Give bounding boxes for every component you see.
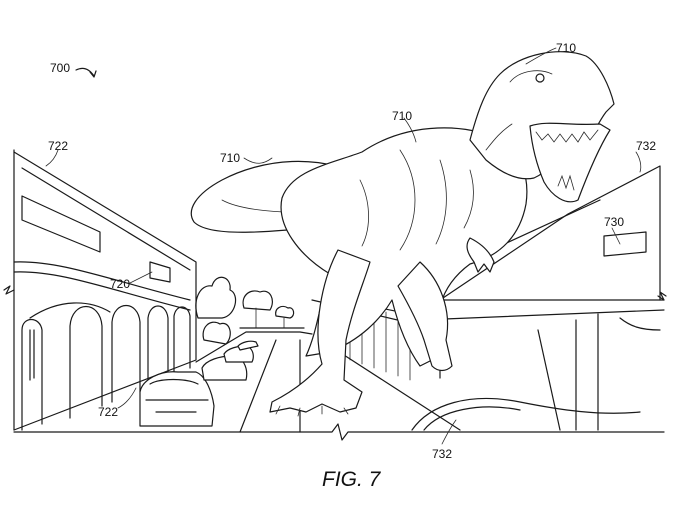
dino-arm xyxy=(466,237,495,273)
right-sign xyxy=(603,231,647,257)
figure-caption: FIG. 7 xyxy=(322,468,382,491)
ref-722-bottom: 722 xyxy=(98,405,118,419)
ref-710-head: 710 xyxy=(556,41,576,55)
background-trees xyxy=(195,276,305,345)
dino-leg-front xyxy=(269,249,371,413)
ref-710-body: 710 xyxy=(392,109,412,123)
ref-732-bottom: 732 xyxy=(432,447,452,461)
leader-lines xyxy=(45,47,642,445)
dinosaur xyxy=(190,51,615,417)
ref-700: 700 xyxy=(50,61,70,75)
ref-732-right: 732 xyxy=(636,139,656,153)
cars xyxy=(139,340,259,427)
car-back-2 xyxy=(237,340,259,351)
ref-720: 720 xyxy=(110,277,130,291)
right-building xyxy=(419,165,665,431)
left-sign xyxy=(149,261,171,283)
scene-frame xyxy=(3,149,667,441)
ref-722-top: 722 xyxy=(48,139,68,153)
dino-leg-back xyxy=(397,261,453,372)
ref-710-tail: 710 xyxy=(220,151,240,165)
ref-730: 730 xyxy=(604,215,624,229)
dino-head xyxy=(469,51,615,180)
